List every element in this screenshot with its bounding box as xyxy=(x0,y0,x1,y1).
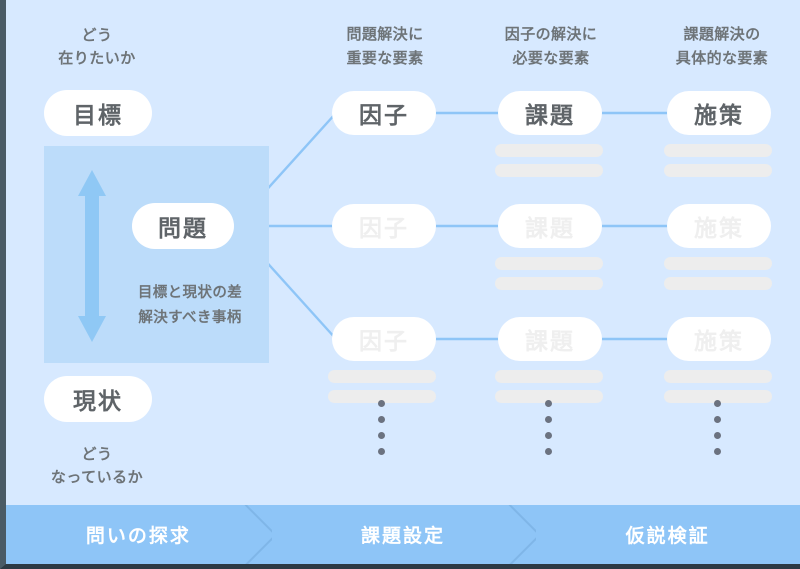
current-state-caption: どう なっているか xyxy=(50,445,144,487)
placeholder-bar xyxy=(495,277,603,290)
goal-caption: どう 在りたいか xyxy=(58,26,136,68)
dot xyxy=(714,448,721,455)
issue-pill-row2[interactable]: 課題 xyxy=(498,204,602,248)
issue-pill-row3[interactable]: 課題 xyxy=(498,317,602,361)
placeholder-bar xyxy=(664,370,772,383)
diagram-canvas: どう 在りたいか 目標 問題 目標と現状の差 解決すべき事柄 現状 どう なって… xyxy=(6,0,800,505)
continuation-dots-issue xyxy=(545,400,552,455)
chevron-right-icon xyxy=(506,505,536,564)
dot xyxy=(378,432,385,439)
ribbon-step-inquiry[interactable]: 問いの探求 xyxy=(6,505,271,564)
dot xyxy=(378,416,385,423)
measure-pill-row2[interactable]: 施策 xyxy=(667,204,771,248)
placeholder-bar xyxy=(495,390,603,403)
process-ribbon: 問いの探求 課題設定 仮説検証 xyxy=(6,505,800,564)
factor-pill-row3[interactable]: 因子 xyxy=(332,317,436,361)
continuation-dots-measure xyxy=(714,400,721,455)
ribbon-step-label: 仮説検証 xyxy=(625,525,710,547)
ribbon-step-label: 問いの探求 xyxy=(85,525,191,547)
dot xyxy=(714,400,721,407)
placeholder-bar xyxy=(495,257,603,270)
factor-pill-row2[interactable]: 因子 xyxy=(332,204,436,248)
dot xyxy=(545,416,552,423)
dot xyxy=(545,432,552,439)
dot xyxy=(714,416,721,423)
current-state-pill[interactable]: 現状 xyxy=(44,376,152,422)
placeholder-bar xyxy=(664,164,772,177)
column-header-factor: 問題解決に 重要な要素 xyxy=(346,25,424,67)
continuation-dots-factor xyxy=(378,400,385,455)
ribbon-step-label: 課題設定 xyxy=(361,525,446,547)
gap-description: 目標と現状の差 解決すべき事柄 xyxy=(137,285,243,326)
ribbon-step-hypothesis-verification[interactable]: 仮説検証 xyxy=(535,505,800,564)
dot xyxy=(545,400,552,407)
placeholder-bar xyxy=(328,390,436,403)
placeholder-bar xyxy=(664,390,772,403)
chevron-right-icon xyxy=(242,505,272,564)
measure-pill-row1[interactable]: 施策 xyxy=(667,91,771,135)
problem-pill[interactable]: 問題 xyxy=(132,203,234,249)
dot xyxy=(378,400,385,407)
placeholder-bar xyxy=(495,144,603,157)
dot xyxy=(545,448,552,455)
ribbon-step-issue-setting[interactable]: 課題設定 xyxy=(271,505,536,564)
factor-pill-row1[interactable]: 因子 xyxy=(332,91,436,135)
goal-pill[interactable]: 目標 xyxy=(44,90,152,136)
placeholder-bar xyxy=(664,277,772,290)
column-header-measure: 課題解決の 具体的な要素 xyxy=(675,25,769,67)
column-header-issue: 因子の解決に 必要な要素 xyxy=(504,25,598,67)
gap-highlight-box xyxy=(44,146,269,363)
dot xyxy=(714,432,721,439)
gap-arrow-icon xyxy=(72,168,112,344)
placeholder-bar xyxy=(495,164,603,177)
measure-pill-row3[interactable]: 施策 xyxy=(667,317,771,361)
placeholder-bar xyxy=(495,370,603,383)
issue-pill-row1[interactable]: 課題 xyxy=(498,91,602,135)
placeholder-bar xyxy=(664,144,772,157)
dot xyxy=(378,448,385,455)
placeholder-bar xyxy=(328,370,436,383)
placeholder-bar xyxy=(664,257,772,270)
